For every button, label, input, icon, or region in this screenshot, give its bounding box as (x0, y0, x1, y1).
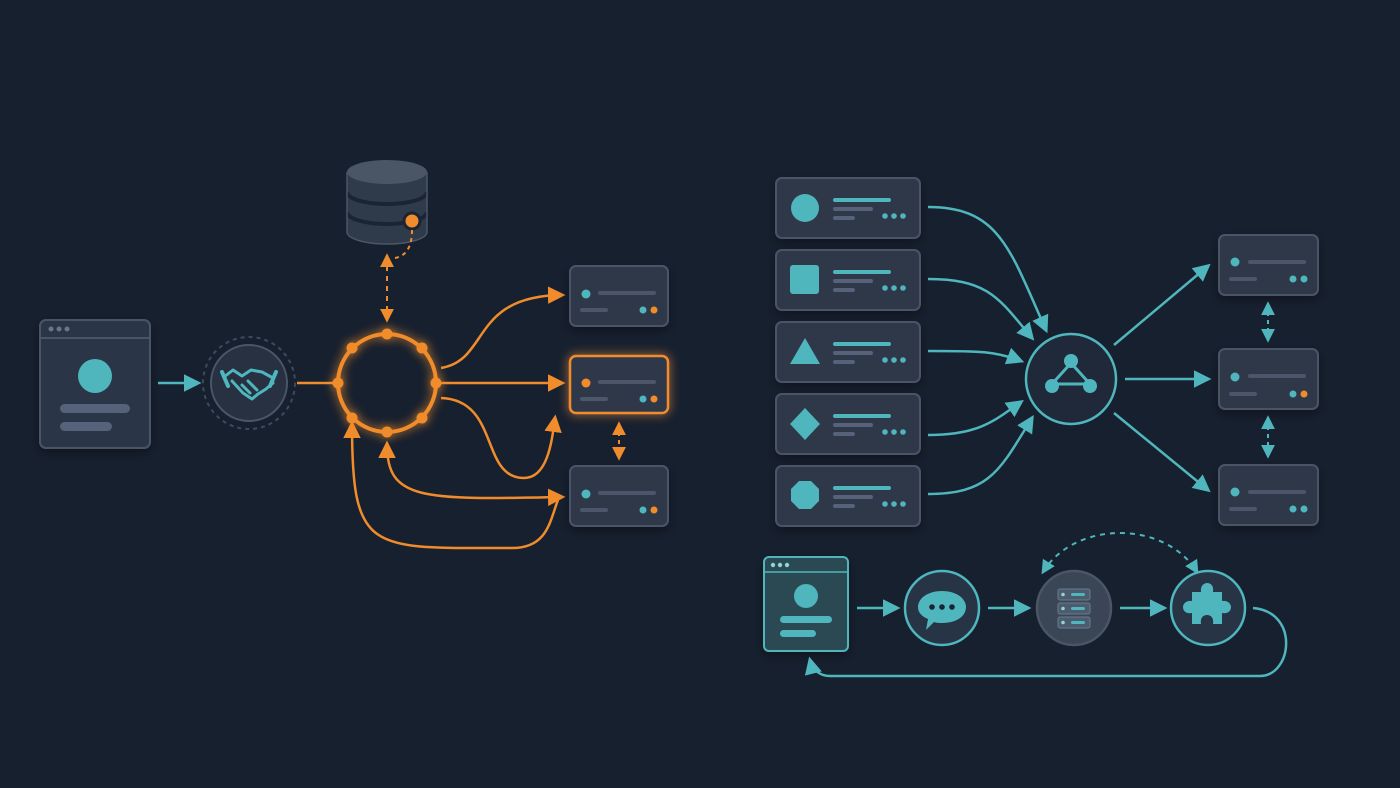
bottom-profile-window[interactable] (763, 556, 849, 652)
teal-router-diagram (763, 177, 1319, 678)
orange-flow-arrows (343, 286, 566, 550)
input-card-2[interactable] (775, 249, 921, 311)
output-card-3[interactable] (569, 465, 669, 527)
puzzle-icon (1183, 583, 1231, 624)
orange-hub-diagram (39, 160, 670, 550)
database-icon (345, 160, 429, 245)
share-network-icon (1045, 354, 1097, 393)
user-profile-icon (78, 359, 112, 393)
dot-icon (581, 289, 591, 299)
input-card-1[interactable] (775, 177, 921, 239)
square-icon (790, 265, 819, 294)
plugin-node[interactable] (1169, 569, 1247, 647)
handshake-node[interactable] (202, 336, 296, 430)
chat-node[interactable] (903, 569, 981, 647)
input-card-3[interactable] (775, 321, 921, 383)
database[interactable] (345, 160, 429, 245)
ring-hub[interactable] (332, 328, 442, 438)
input-card-5[interactable] (775, 465, 921, 527)
profile-window[interactable] (39, 319, 151, 449)
dot-icon (581, 378, 591, 388)
input-card-4[interactable] (775, 393, 921, 455)
server-node[interactable] (1035, 569, 1113, 647)
teal-output-arrows (1113, 263, 1212, 493)
diamond-icon (790, 408, 820, 440)
dashed-link (1041, 532, 1199, 575)
router-output-card-1[interactable] (1218, 234, 1319, 296)
output-card-2[interactable] (568, 354, 670, 415)
dashed-link (394, 229, 413, 259)
server-icon (1057, 588, 1091, 629)
circle-icon (791, 194, 819, 222)
teal-input-arrows (927, 205, 1049, 496)
octagon-icon (791, 481, 819, 509)
database-status-dot (402, 211, 422, 231)
bottom-flow-arrows (804, 599, 1288, 678)
chat-bubble-icon (918, 591, 966, 630)
dot-icon (1230, 257, 1240, 267)
handshake-icon (220, 368, 278, 401)
dot-icon (1230, 372, 1240, 382)
user-profile-icon (794, 584, 818, 608)
router-node[interactable] (1024, 332, 1118, 426)
router-output-card-2[interactable] (1218, 348, 1319, 410)
triangle-icon (790, 338, 820, 364)
dot-icon (1230, 487, 1240, 497)
router-output-card-3[interactable] (1218, 464, 1319, 526)
output-card-1[interactable] (569, 265, 669, 327)
dot-icon (581, 489, 591, 499)
